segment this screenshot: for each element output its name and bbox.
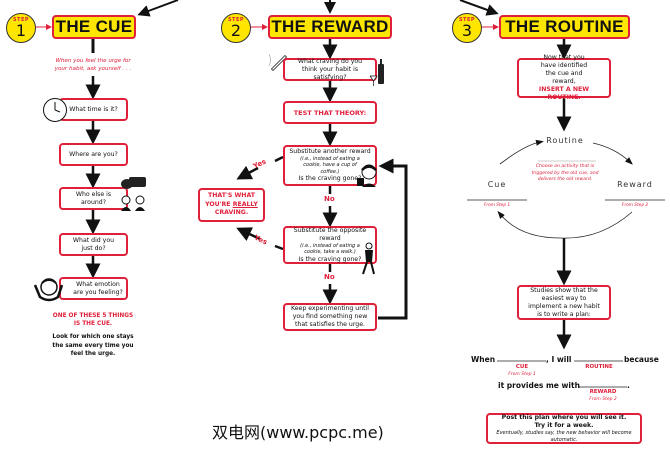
- no-label-1: No: [324, 195, 335, 203]
- cue-question-emotion: What emotion are you feeling?: [59, 277, 128, 300]
- reward-craving-question: What craving do you think your habit is …: [283, 58, 377, 81]
- real-craving-result: THAT'S WHAT YOU'RE REALLY CRAVING.: [198, 188, 265, 222]
- watermark: 双电网(www.pcpc.me): [212, 423, 384, 442]
- keep-experimenting-box: Keep experimenting until you find someth…: [283, 303, 377, 331]
- plan-because: because: [624, 355, 659, 364]
- cue-question-place: Where are you?: [59, 143, 128, 166]
- loop-cue-label: Cue: [487, 180, 507, 189]
- arrow-right-icon: [36, 24, 52, 30]
- clock-icon: [43, 98, 67, 122]
- plan-when: When: [471, 355, 496, 364]
- plan-provides: it provides me with: [498, 381, 580, 390]
- loop-routine-note: Choose an activity that is triggered by …: [531, 164, 599, 182]
- routine-title: THE ROUTINE: [499, 15, 630, 39]
- drinks-icon: [370, 59, 384, 86]
- loop-cue-note: From Step 1: [483, 203, 511, 208]
- plan-routine-label: ROUTINE: [585, 364, 613, 370]
- cue-title: THE CUE: [52, 15, 136, 39]
- man-with-coffee-icon: [357, 164, 377, 187]
- plan-reward-label: REWARD: [589, 389, 617, 395]
- cue-intro: When you feel the urge for your habit, a…: [54, 58, 132, 72]
- reward-title: THE REWARD: [268, 15, 392, 39]
- cue-conclusion-red: ONE OF THESE 5 THINGS IS THE CUE.: [52, 313, 134, 327]
- post-plan-box: Post this plan where you will see it. Tr…: [486, 413, 642, 444]
- arrow-right-icon: [251, 24, 268, 30]
- cue-question-action: What did you just do?: [59, 233, 128, 256]
- studies-box: Studies show that the easiest way to imp…: [517, 285, 611, 320]
- plan-cue-label: CUE: [515, 364, 529, 370]
- plan-cue-note: From Step 1: [508, 372, 536, 377]
- plan-will: , I will: [546, 355, 572, 364]
- insert-routine-box: Now that you have identified the cue and…: [517, 54, 611, 101]
- no-label-2: No: [324, 273, 335, 281]
- loop-reward-note: From Step 2: [621, 203, 649, 208]
- test-theory-box: TEST THAT THEORY:: [283, 101, 377, 124]
- loop-reward-label: Reward: [617, 180, 653, 189]
- plan-period: .: [627, 381, 630, 390]
- walking-man-icon: [362, 242, 375, 275]
- plan-reward-note: From Step 2: [589, 397, 617, 402]
- cue-question-people: Who else is around?: [59, 187, 128, 210]
- arrow-right-icon: [482, 24, 499, 30]
- cue-question-time: What time is it?: [59, 98, 128, 121]
- loop-routine-label: Routine: [546, 136, 584, 145]
- cue-conclusion: Look for which one stays the same every …: [52, 334, 134, 357]
- substitute-opposite-reward-box: Substitute the opposite reward (i.e., in…: [283, 226, 377, 264]
- people-talking-icon: [121, 177, 146, 211]
- angry-man-icon: [33, 278, 63, 302]
